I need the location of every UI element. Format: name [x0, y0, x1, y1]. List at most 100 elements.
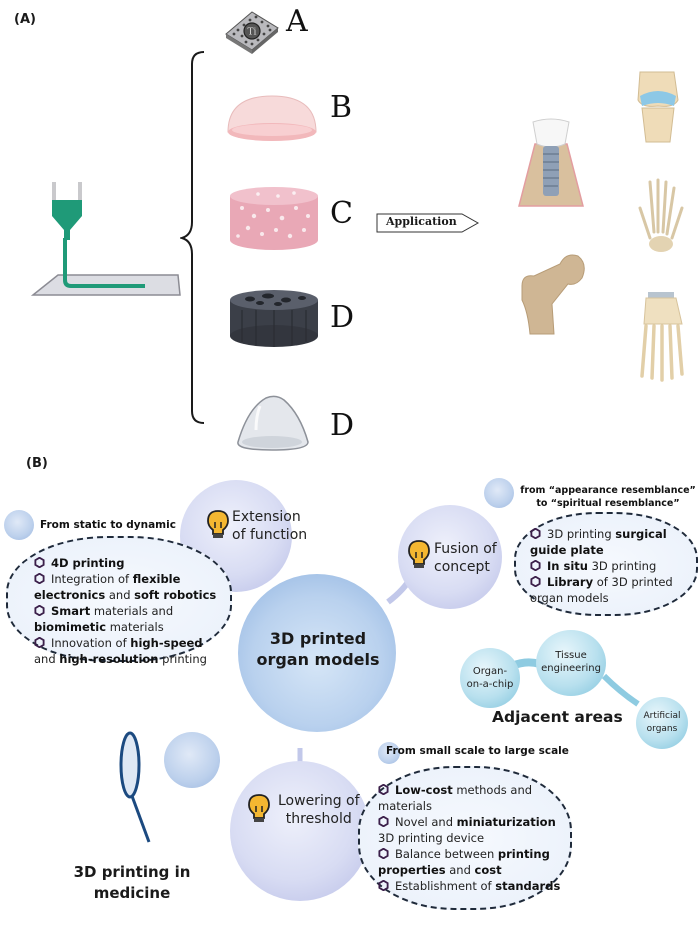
extrusion-printer-illustration	[30, 182, 181, 296]
organ-on-a-chip-label: Organ- on-a-chip	[460, 665, 520, 691]
gear-icon	[378, 784, 389, 795]
emphasis-text: high-resolution	[59, 652, 159, 666]
material-letter-c: C	[330, 196, 353, 231]
nozzle-wall-right	[78, 182, 82, 200]
lightbulb-icon	[248, 794, 270, 822]
tissue-engineering-bubble[interactable]	[536, 630, 606, 696]
organ-on-a-chip-line2: on-a-chip	[466, 679, 514, 690]
lowering-items-box	[358, 766, 572, 910]
panel-a-label: (A)	[14, 12, 36, 27]
small-bubble-decorative	[164, 732, 220, 788]
lowering-title-line2: threshold	[285, 811, 352, 827]
core-title: 3D printed organ models	[256, 629, 380, 669]
fusion-subtitle-line2: to “spiritual resemblance”	[536, 498, 680, 509]
list-item: Innovation of high-speed and high-resolu…	[34, 636, 207, 666]
emphasis-text: high-speed	[130, 636, 203, 650]
gear-icon	[378, 880, 389, 891]
application-arrow	[376, 213, 480, 233]
lowering-subtitle: From small scale to large scale	[386, 745, 569, 757]
nozzle-wall-left	[52, 182, 56, 200]
application-label: Application	[386, 215, 457, 228]
small-bubble-scale	[378, 742, 400, 764]
medicine-label: 3D printing in medicine	[66, 862, 198, 904]
list-item: 4D printing	[34, 555, 224, 571]
fusion-title-line2: concept	[434, 559, 490, 575]
lowering-title-line1: Lowering of	[278, 793, 360, 809]
ti-badge: Ti	[248, 28, 257, 38]
extension-subtitle: From static to dynamic	[40, 519, 176, 531]
emphasis-text: miniaturization	[456, 815, 556, 829]
material-letter-b: B	[330, 90, 353, 125]
nozzle-reservoir	[52, 200, 82, 240]
emphasis-text: flexible electronics	[34, 572, 181, 602]
emphasis-text: standards	[495, 879, 561, 893]
titanium-plate-icon: Ti	[225, 11, 279, 54]
medicine-label-line1: 3D printing in	[73, 863, 191, 881]
emphasis-text: biomimetic	[34, 620, 107, 634]
knee-joint-icon	[637, 71, 679, 143]
medicine-label-line2: medicine	[93, 884, 171, 902]
list-item: Integration of flexible electronics and …	[34, 572, 217, 602]
organ-on-a-chip-bubble[interactable]	[460, 648, 520, 708]
lightbulb-icon	[408, 540, 430, 568]
emphasis-text: Low-cost	[395, 783, 453, 797]
gear-icon	[378, 848, 389, 859]
gear-icon	[530, 560, 541, 571]
list-item: 3D printing surgical guide plate	[530, 527, 667, 557]
emphasis-text: 4D printing	[51, 556, 125, 570]
artificial-organs-label: Artificial organs	[636, 710, 688, 736]
organ-on-a-chip-line1: Organ-	[472, 666, 508, 677]
extension-title-line1: Extension	[232, 509, 301, 525]
lowering-title: Lowering of threshold	[278, 792, 360, 828]
list-item: Balance between printing properties and …	[378, 847, 550, 877]
artificial-organs-line1: Artificial	[643, 711, 681, 721]
gear-icon	[530, 528, 541, 539]
small-bubble-static	[4, 510, 34, 540]
list-item: In situ 3D printing	[530, 558, 690, 574]
emphasis-text: printing properties	[378, 847, 550, 877]
extension-title: Extension of function	[232, 508, 307, 544]
emphasis-text: Library	[547, 575, 594, 589]
pink-hemisphere-icon	[227, 95, 317, 141]
fusion-items-box	[514, 512, 698, 616]
emphasis-text: surgical guide plate	[530, 527, 667, 557]
fusion-subtitle: from “appearance resemblance” to “spirit…	[518, 484, 698, 510]
artificial-organs-bubble[interactable]	[636, 697, 688, 749]
list-item: Establishment of standards	[378, 878, 568, 894]
tissue-engineering-line1: Tissue	[555, 650, 587, 661]
curly-brace	[180, 51, 205, 424]
list-item: Low-cost methods and materials	[378, 783, 533, 813]
pink-porous-scaffold-icon	[230, 187, 318, 250]
list-item: Library of 3D printed organ models	[530, 575, 673, 605]
emphasis-text: cost	[474, 863, 502, 877]
tissue-engineering-line2: engineering	[541, 663, 601, 674]
foot-skeleton-icon	[640, 292, 684, 382]
gear-icon	[34, 573, 45, 584]
dark-porous-scaffold-icon	[230, 290, 318, 347]
emphasis-text: Smart	[51, 604, 91, 618]
fusion-subtitle-line1: from “appearance resemblance”	[520, 485, 696, 496]
fusion-title: Fusion of concept	[434, 540, 497, 576]
small-bubble-resemblance	[484, 478, 514, 508]
lowering-of-threshold-bubble[interactable]	[230, 761, 370, 901]
material-letter-a: A	[286, 4, 308, 39]
material-letter-d-second: D	[330, 408, 355, 443]
gear-icon	[378, 816, 389, 827]
gear-icon	[34, 637, 45, 648]
gear-icon	[34, 557, 45, 568]
gear-icon	[530, 576, 541, 587]
adjacent-areas-title: Adjacent areas	[492, 708, 623, 726]
core-bubble[interactable]	[238, 574, 396, 732]
extension-title-line2: of function	[232, 527, 308, 543]
hand-skeleton-icon	[638, 178, 684, 252]
dental-implant-icon	[518, 118, 584, 207]
list-item: Novel and miniaturization 3D printing de…	[378, 815, 556, 845]
emphasis-text: In situ	[547, 559, 588, 573]
transparent-dome-icon	[237, 395, 309, 451]
lightbulb-icon	[207, 510, 229, 538]
tissue-engineering-label: Tissue engineering	[536, 649, 606, 675]
panel-b-label: (B)	[26, 456, 48, 471]
